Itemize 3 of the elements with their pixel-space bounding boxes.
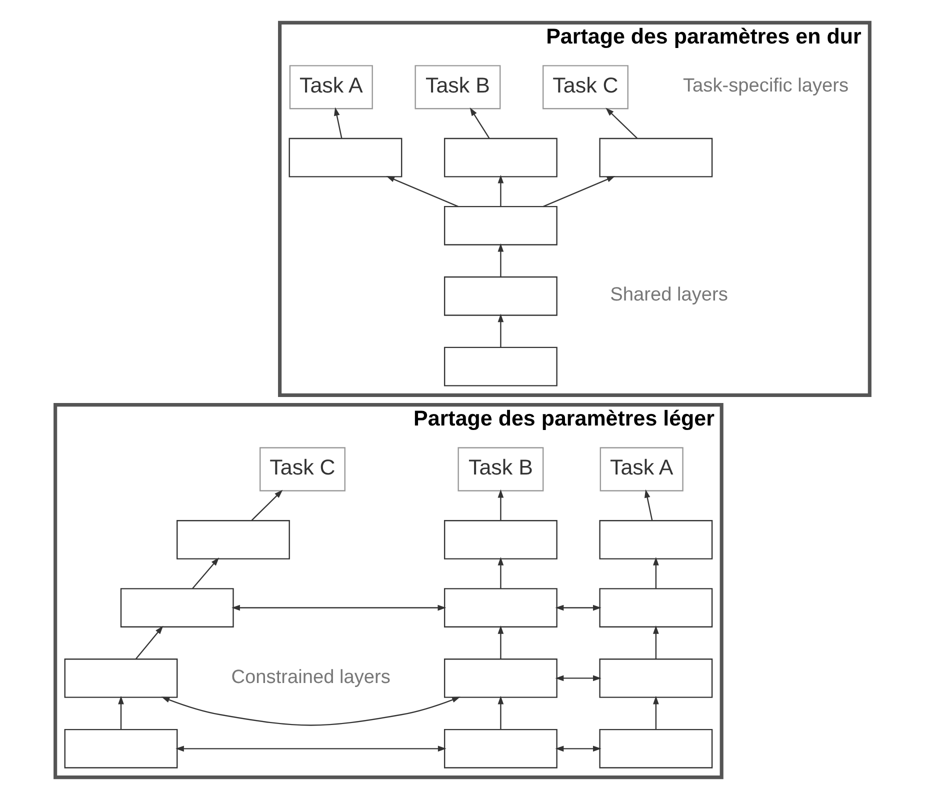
label: Task-specific layers (683, 76, 849, 97)
label: Shared layers (610, 284, 728, 306)
label: Constrained layers (231, 666, 390, 688)
